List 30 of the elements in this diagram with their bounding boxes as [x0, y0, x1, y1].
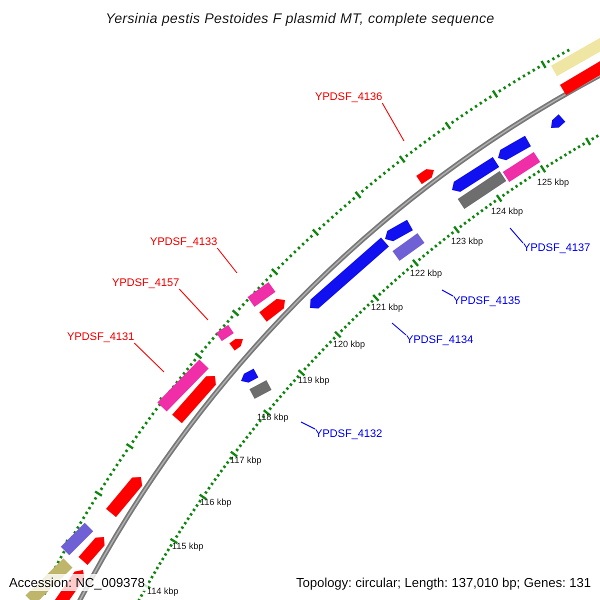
leader-line: [178, 288, 208, 320]
gene-label: YPDSF_4137: [523, 243, 590, 254]
scale-label: 119 kbp: [298, 376, 330, 385]
leader-line: [442, 290, 454, 296]
gene-label: YPDSF_4133: [150, 237, 218, 248]
gene-label: YPDSF_4131: [67, 332, 134, 343]
accession-text: Accession: NC_009378: [6, 574, 148, 591]
scale-label: 123 kbp: [451, 237, 484, 246]
scale-label: 122 kbp: [410, 269, 442, 278]
scale-label: 118 kbp: [257, 413, 288, 422]
scale-label: 125 kbp: [537, 178, 570, 187]
gene-label: YPDSF_4157: [112, 278, 180, 289]
leader-line: [216, 248, 238, 274]
gene-label: YPDSF_4132: [315, 429, 382, 440]
scale-label: 115 kbp: [172, 542, 204, 551]
leader-line: [382, 102, 404, 142]
scale-label: 121 kbp: [371, 303, 404, 312]
leader-line: [510, 228, 524, 244]
title: Yersinia pestis Pestoides F plasmid MT, complete sequence: [104, 11, 496, 25]
scale-label: 116 kbp: [200, 498, 232, 507]
leader-line: [392, 322, 406, 336]
leader-line: [300, 422, 316, 430]
scale-label: 117 kbp: [230, 456, 262, 465]
scale-label: 114 kbp: [147, 587, 178, 596]
scale-label: 120 kbp: [333, 340, 366, 349]
gene-label: YPDSF_4136: [315, 92, 382, 103]
gene-label: YPDSF_4135: [453, 296, 520, 307]
leader-line: [134, 342, 164, 372]
gene-label: YPDSF_4134: [406, 335, 474, 346]
scale-label: 124 kbp: [491, 207, 524, 216]
